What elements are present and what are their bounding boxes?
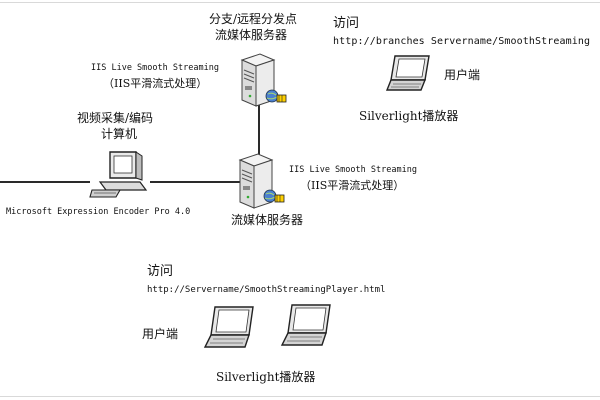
frame-bottom-line [0,396,600,397]
branch-iis-sublabel: （IIS平滑流式处理） [103,77,208,90]
frame-top-line [0,2,600,3]
link-server-to-branch-server [258,104,260,156]
main-server-title: 流媒体服务器 [231,213,304,227]
main-user-label: 用户端 [142,327,179,341]
branch-access-url: http://branches Servername/SmoothStreami… [333,36,591,47]
main-iis-sublabel: （IIS平滑流式处理） [300,179,405,192]
branch-access-label: 访问 [333,16,360,31]
main-laptop-icon-2 [280,304,331,346]
main-access-label: 访问 [147,264,174,279]
branch-iis-label: IIS Live Smooth Streaming [91,63,219,73]
encoder-sublabel: 计算机 [101,127,138,141]
globe-badge-icon [263,189,285,203]
main-laptop-icon-1 [203,306,254,348]
main-access-url: http://Servername/SmoothStreamingPlayer.… [147,285,386,295]
desktop-computer-icon [89,151,148,198]
globe-badge-icon [265,89,287,103]
encoder-software-label: Microsoft Expression Encoder Pro 4.0 [6,207,191,217]
branch-user-label: 用户端 [444,68,481,82]
link-encoder-to-server [150,181,242,183]
encoder-label: 视频采集/编码 [77,111,154,125]
branch-server-title: 分支/远程分发点 [209,12,298,26]
main-player-label: Silverlight播放器 [216,370,316,384]
branch-server-subtitle: 流媒体服务器 [215,28,288,42]
main-iis-label: IIS Live Smooth Streaming [289,165,417,175]
branch-player-label: Silverlight播放器 [359,109,459,123]
link-encoder-left [0,181,90,183]
branch-laptop-icon [385,55,430,91]
